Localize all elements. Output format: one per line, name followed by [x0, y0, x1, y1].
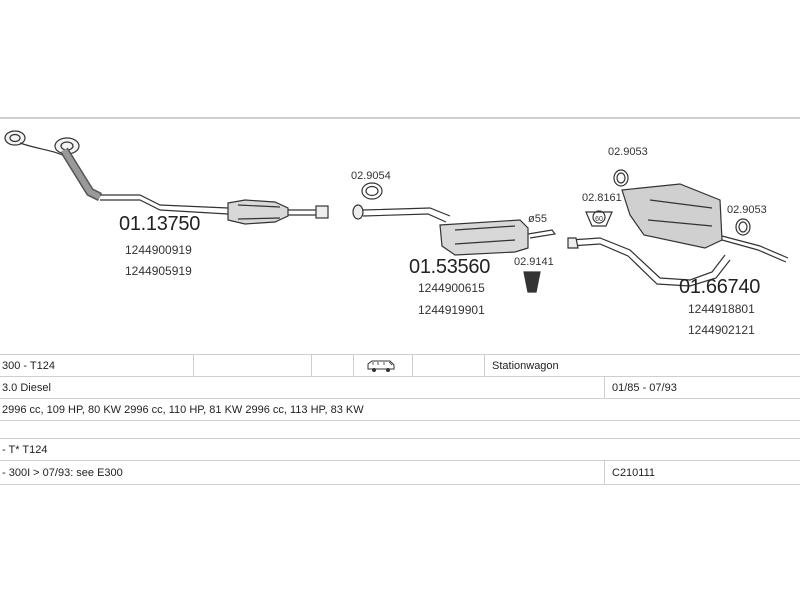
engine-cell: 3.0 Diesel: [2, 382, 51, 394]
table-bottom-border: [0, 484, 800, 485]
small-part-label: 02.9141: [514, 256, 554, 268]
note-cell: - 300I > 07/93: see E300: [2, 467, 123, 479]
code-cell: C210111: [612, 467, 656, 479]
clamp-size-label: 60: [595, 216, 603, 223]
oem-number: 1244902121: [688, 323, 755, 337]
small-part-label: 02.8161: [582, 192, 622, 204]
model-cell: 300 - T124: [2, 360, 56, 372]
table-row: 2996 cc, 109 HP, 80 KW 2996 cc, 110 HP, …: [0, 398, 800, 421]
centre-muffler-drawing: [352, 204, 557, 256]
oem-number: 1244900919: [125, 243, 192, 257]
table-row: 3.0 Diesel 01/85 - 07/93: [0, 376, 800, 399]
small-part-label: 02.9053: [608, 146, 648, 158]
rear-muffler-drawing: [567, 183, 789, 287]
oem-number: 1244900615: [418, 281, 485, 295]
body-type-cell: Stationwagon: [492, 360, 559, 372]
hanger-02-9141: [523, 271, 541, 293]
oem-number: 1244919901: [418, 303, 485, 317]
period-cell: 01/85 - 07/93: [612, 382, 677, 394]
table-row: 300 - T124 Stationwagon: [0, 354, 800, 377]
clamp-02-8161: [585, 211, 613, 227]
part-number: 01.53560: [409, 256, 491, 278]
oem-number: 1244918801: [688, 302, 755, 316]
small-part-label: 02.9054: [351, 170, 391, 182]
van-icon: [366, 355, 396, 377]
specs-cell: 2996 cc, 109 HP, 80 KW 2996 cc, 110 HP, …: [2, 404, 364, 416]
oem-number: 1244905919: [125, 264, 192, 278]
part-number: 01.66740: [679, 276, 761, 298]
front-pipe-drawing: [4, 130, 329, 225]
table-row: - 300I > 07/93: see E300 C210111: [0, 460, 800, 485]
note-cell: - T* T124: [2, 444, 48, 456]
ring-02-9054: [361, 182, 383, 200]
part-number: 01.13750: [119, 213, 201, 235]
exhaust-diagram: 60: [4, 130, 789, 293]
table-row: - T* T124: [0, 438, 800, 461]
ring-02-9053-top: [613, 169, 629, 187]
pipe-diameter-label: ø55: [528, 213, 547, 225]
top-divider: [0, 117, 800, 119]
small-part-label: 02.9053: [727, 204, 767, 216]
ring-02-9053-right: [735, 218, 751, 236]
table-row: [0, 420, 800, 439]
